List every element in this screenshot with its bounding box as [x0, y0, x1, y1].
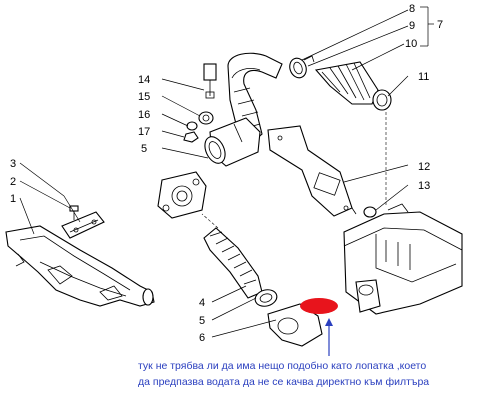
mount-part-13: [363, 206, 377, 218]
callout-12: 12: [418, 161, 430, 173]
lower-hose-part-4: [203, 227, 263, 299]
air-filter-housing: [343, 203, 463, 315]
callout-5-lower: 5: [199, 315, 205, 327]
callout-1: 1: [10, 193, 16, 205]
callout-4: 4: [199, 297, 205, 309]
throttle-body: [157, 171, 207, 219]
annotation-arrow: [325, 318, 333, 356]
callout-15: 15: [138, 91, 150, 103]
callout-5-upper: 5: [141, 143, 147, 155]
dashed-guides: [201, 112, 387, 229]
callout-numbers: 8 9 10 7 11 14 15 16 17 5 12 13 3 2 1 4 …: [10, 3, 443, 344]
nut-part-17: [183, 131, 199, 143]
lower-clamp-part-5: [254, 289, 278, 307]
annotation-line-1: тук не трябва ли да има нещо подобно кат…: [138, 360, 427, 372]
callout-9: 9: [409, 20, 415, 32]
callout-10: 10: [405, 38, 417, 50]
clamp-part-8-9: [289, 55, 315, 79]
callout-11: 11: [418, 71, 429, 83]
callout-17: 17: [138, 126, 150, 138]
callout-13: 13: [418, 180, 430, 192]
clamp-part-11: [372, 89, 392, 111]
leader-lines: [19, 6, 434, 338]
callout-3: 3: [10, 158, 16, 170]
annotation-caption: тук не трябва ли да има нещо подобно кат…: [138, 358, 500, 390]
callout-8: 8: [409, 3, 415, 15]
callout-7: 7: [437, 19, 443, 31]
bracket-part-3: [61, 211, 105, 239]
callout-16: 16: [138, 109, 150, 121]
air-flow-meter: [204, 117, 261, 167]
annotation-line-2: да предпазва водата да не се качва дирек…: [138, 376, 430, 388]
elbow-part-6: [267, 303, 323, 347]
intake-duct-part-1: [5, 225, 155, 307]
grommet-part-15: [198, 111, 214, 125]
bracket-plate-part-12: [267, 125, 357, 217]
corrugated-hose-part-10: [314, 61, 379, 105]
sensor-part-14: [203, 63, 217, 99]
callout-2: 2: [10, 176, 16, 188]
washer-part-16: [186, 121, 198, 131]
callout-14: 14: [138, 74, 150, 86]
callout-6: 6: [199, 332, 205, 344]
problem-highlight-marker: [300, 298, 338, 314]
